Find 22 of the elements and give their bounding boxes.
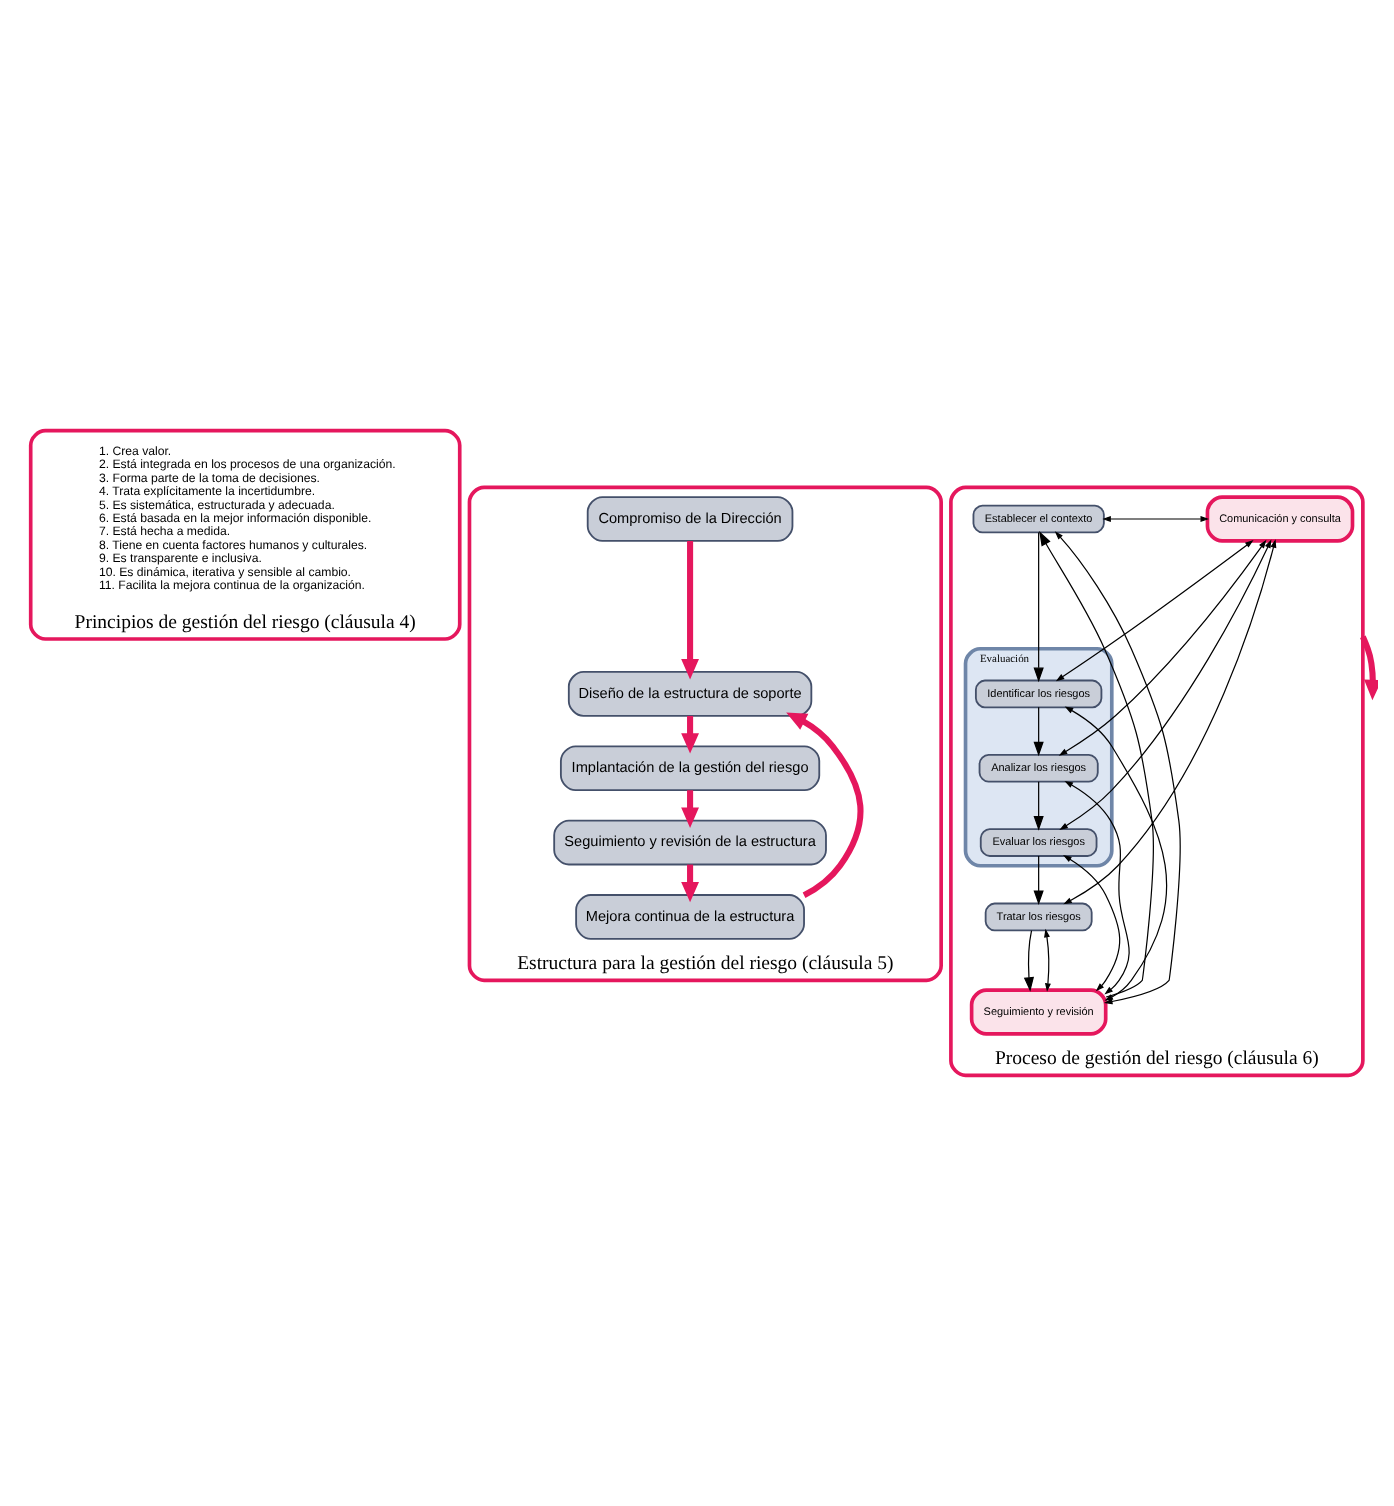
arrow [681,864,699,903]
arrow [1054,531,1181,1005]
arrow [786,712,864,898]
arrow [1360,635,1378,701]
arrow [1064,780,1130,995]
arrow [1055,540,1254,682]
arrow [681,790,699,828]
arrow [681,715,699,754]
arrow [1063,855,1121,992]
arrow [1064,706,1168,1001]
arrow [1023,930,1035,992]
arrow [1058,539,1267,756]
arrow [1059,539,1272,830]
arrow [681,541,699,680]
arrow [1039,531,1154,998]
arrow [1033,706,1044,757]
arrow [1033,781,1044,831]
arrow [1033,532,1044,683]
arrow [1044,928,1051,992]
arrow [1063,539,1277,905]
arrow [1102,516,1210,522]
arrow [1033,855,1044,906]
